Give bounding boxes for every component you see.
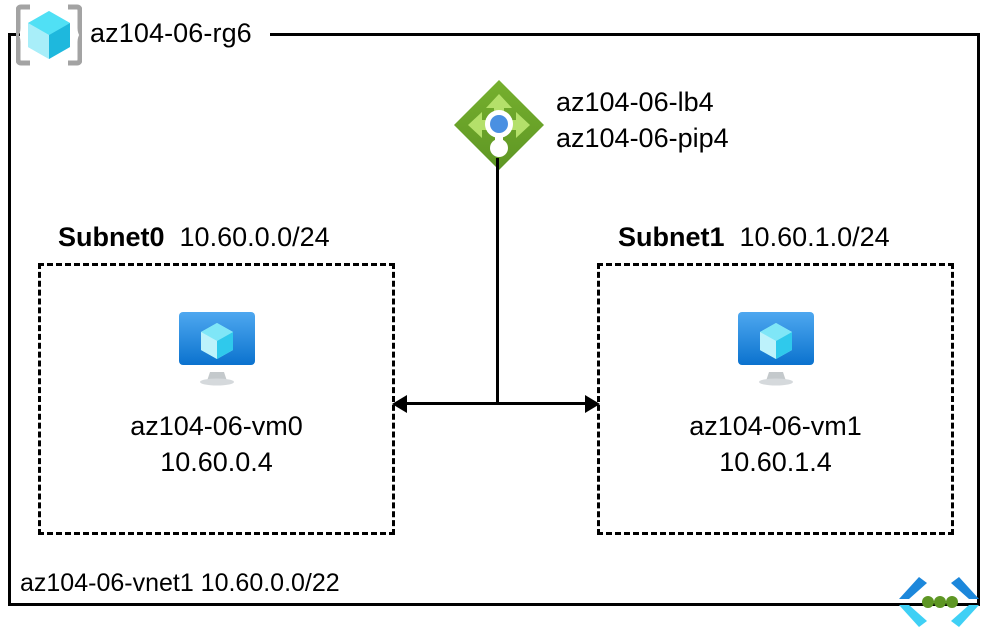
arrow-head-right bbox=[585, 394, 600, 413]
azure-virtual-machine-icon bbox=[737, 312, 814, 386]
rg-border-right bbox=[977, 33, 980, 606]
vnet-label: az104-06-vnet1 10.60.0.0/22 bbox=[20, 569, 340, 597]
vm0-group: az104-06-vm0 10.60.0.4 bbox=[38, 310, 395, 480]
vm1-labels: az104-06-vm1 10.60.1.4 bbox=[597, 408, 954, 480]
subnet1-box bbox=[597, 263, 954, 535]
resource-group-title: az104-06-rg6 bbox=[90, 18, 252, 48]
vm0-labels: az104-06-vm0 10.60.0.4 bbox=[38, 408, 395, 480]
subnet1-name: Subnet1 bbox=[618, 222, 733, 252]
load-balancer-labels: az104-06-lb4 az104-06-pip4 bbox=[556, 84, 729, 156]
arrow-head-left bbox=[392, 394, 407, 413]
vm0-name: az104-06-vm0 bbox=[130, 411, 303, 441]
azure-resource-group-icon bbox=[16, 4, 82, 66]
azure-load-balancer-icon bbox=[454, 80, 544, 170]
rg-border-left bbox=[8, 33, 11, 606]
subnet1-title: Subnet1 10.60.1.0/24 bbox=[618, 221, 890, 253]
vm1-ip: 10.60.1.4 bbox=[719, 447, 832, 477]
subnet0-name: Subnet0 bbox=[58, 222, 173, 252]
rg-border-top-left bbox=[8, 33, 20, 36]
vm1-group: az104-06-vm1 10.60.1.4 bbox=[597, 310, 954, 480]
subnet0-box bbox=[38, 263, 395, 535]
vm0-ip: 10.60.0.4 bbox=[160, 447, 273, 477]
azure-virtual-machine-icon bbox=[178, 312, 255, 386]
azure-virtual-network-icon bbox=[899, 577, 979, 627]
rg-border-bottom bbox=[8, 603, 980, 606]
load-balancer-name: az104-06-lb4 bbox=[556, 87, 714, 117]
public-ip-name: az104-06-pip4 bbox=[556, 123, 729, 153]
subnet0-cidr: 10.60.0.0/24 bbox=[179, 222, 330, 252]
subnet1-cidr: 10.60.1.0/24 bbox=[739, 222, 890, 252]
rg-border-top-right bbox=[270, 33, 980, 36]
vm1-name: az104-06-vm1 bbox=[689, 411, 862, 441]
subnet0-title: Subnet0 10.60.0.0/24 bbox=[58, 221, 330, 253]
connector-horizontal-subnets bbox=[402, 402, 588, 405]
connector-vertical-lb-to-subnets bbox=[496, 158, 499, 404]
